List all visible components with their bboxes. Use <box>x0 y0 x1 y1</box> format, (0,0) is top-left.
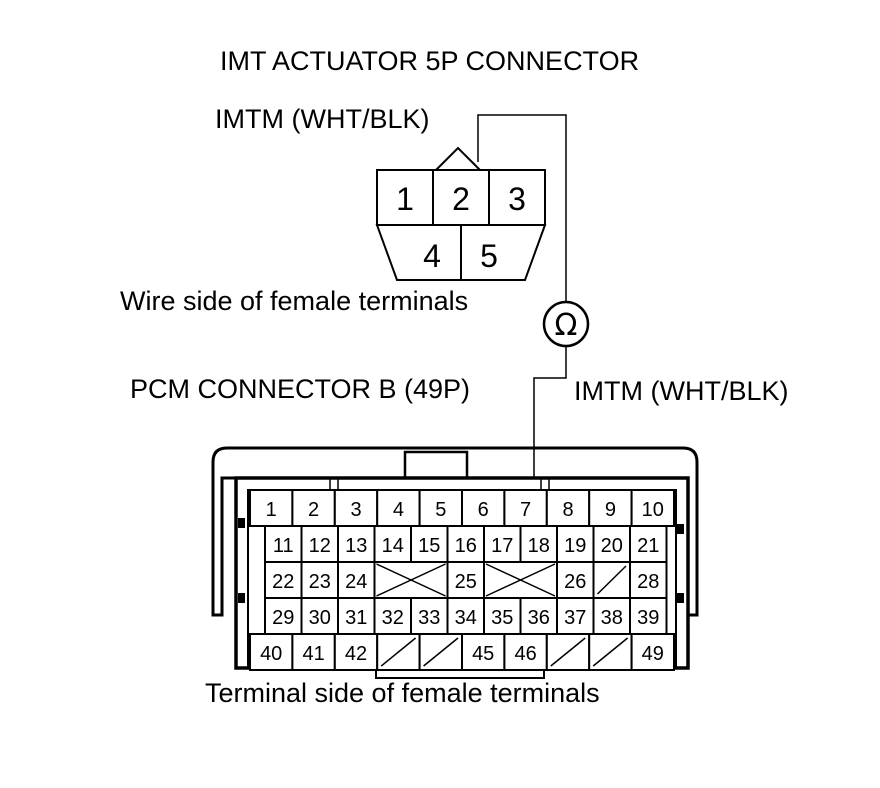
pcm-terminal-label: 19 <box>564 535 586 557</box>
pcm-terminal-label: 17 <box>491 535 513 557</box>
unused-terminal-slash <box>596 565 627 595</box>
pcm-cell <box>264 525 303 563</box>
pcm-cell <box>446 525 485 563</box>
pcm-terminal-label: 7 <box>520 499 531 521</box>
pcm-terminal-label: 11 <box>273 535 294 557</box>
imt-5p-connector <box>375 146 547 281</box>
pcm-terminal-label: 18 <box>528 535 550 557</box>
pcm-terminal-label: 36 <box>528 607 550 629</box>
pcm-terminal-label: 8 <box>562 499 573 521</box>
pcm-cell <box>300 597 339 635</box>
pcm-caption: Terminal side of female terminals <box>205 678 600 708</box>
pcm-cell <box>291 633 336 671</box>
pcm-terminal-label: 26 <box>564 571 586 593</box>
imt-wire-label: IMTM (WHT/BLK) <box>215 104 429 134</box>
pcm-cell <box>629 597 668 635</box>
probe-wire-bottom <box>533 346 567 493</box>
pcm-terminal-label: 38 <box>601 607 623 629</box>
pcm-latch <box>403 450 469 481</box>
pcm-terminal-label: 9 <box>605 499 616 521</box>
empty-cavity-cross <box>485 563 556 597</box>
pcm-cell <box>630 489 675 527</box>
imt-caption: Wire side of female terminals <box>120 286 468 316</box>
pcm-cell <box>461 489 506 527</box>
pcm-terminal-label: 37 <box>564 607 586 629</box>
pcm-cell <box>483 597 522 635</box>
imt-pin-1: 1 <box>396 181 414 217</box>
pcm-terminal-label: 6 <box>478 499 489 521</box>
unused-terminal-slash <box>423 637 459 667</box>
pcm-terminal-label: 30 <box>309 607 331 629</box>
pcm-terminal-label: 24 <box>345 571 367 593</box>
pcm-terminal-label: 5 <box>435 499 446 521</box>
pcm-terminal-label: 1 <box>266 499 277 521</box>
pcm-terminal-label: 33 <box>418 607 440 629</box>
pcm-cell <box>373 525 412 563</box>
pcm-terminal-label: 16 <box>455 535 477 557</box>
empty-cavity-cross <box>376 563 446 597</box>
pcm-cell <box>333 633 379 671</box>
pcm-terminal-label: 4 <box>393 499 404 521</box>
imt-pin-3: 3 <box>508 181 526 217</box>
pcm-terminal-label: 15 <box>418 535 440 557</box>
imt-bottom-row <box>375 224 547 281</box>
pcm-terminal-label: 20 <box>601 535 623 557</box>
pcm-cell <box>337 561 376 599</box>
pcm-terminal-label: 2 <box>308 499 319 521</box>
pcm-terminal-label: 40 <box>260 643 282 665</box>
pcm-terminal-label: 21 <box>637 535 659 557</box>
unused-terminal-slash <box>592 637 629 667</box>
pcm-terminal-label: 31 <box>345 607 367 629</box>
pcm-terminal-label: 42 <box>345 643 367 665</box>
imt-pin-4: 4 <box>423 238 441 274</box>
pcm-terminal-label: 10 <box>642 499 664 521</box>
pcm-cell <box>373 597 412 635</box>
pcm-terminal-label: 22 <box>272 571 294 593</box>
pcm-terminal-label: 3 <box>350 499 361 521</box>
probe-wire-top <box>477 114 567 302</box>
pcm-terminal-label: 14 <box>382 535 404 557</box>
pcm-terminal-label: 32 <box>382 607 404 629</box>
pcm-connector-title: PCM CONNECTOR B (49P) <box>130 374 470 404</box>
pcm-terminal-label: 12 <box>309 535 331 557</box>
unused-terminal-slash <box>380 637 417 667</box>
imt-pin-2: 2 <box>452 181 470 217</box>
pcm-terminal-label: 23 <box>309 571 331 593</box>
pcm-cell <box>291 489 336 527</box>
pcm-cell <box>249 633 294 671</box>
pcm-terminal-label: 13 <box>345 535 367 557</box>
pcm-cell <box>483 525 522 563</box>
pcm-terminal-label: 34 <box>455 607 477 629</box>
pcm-terminal-label: 46 <box>514 643 536 665</box>
unused-terminal-slash <box>550 637 586 667</box>
pcm-cell <box>556 597 595 635</box>
pcm-terminal-label: 35 <box>491 607 513 629</box>
pcm-terminal-label: 28 <box>637 571 659 593</box>
pcm-terminal-label: 41 <box>302 643 324 665</box>
pcm-terminal-label: 39 <box>637 607 659 629</box>
pcm-terminal-label: 45 <box>472 643 494 665</box>
pcm-terminal-label: 25 <box>455 571 477 593</box>
pcm-cell <box>556 561 595 599</box>
imt-connector-key <box>435 146 481 171</box>
imt-connector-title: IMT ACTUATOR 5P CONNECTOR <box>220 46 639 76</box>
pcm-cell <box>630 633 675 671</box>
pcm-cell <box>461 633 506 671</box>
pcm-housing-outer <box>211 446 699 617</box>
pcm-wire-label: IMTM (WHT/BLK) <box>574 376 788 406</box>
pcm-side-pegs <box>238 518 684 603</box>
pcm-cell <box>300 561 339 599</box>
imt-pin-5: 5 <box>480 238 498 274</box>
pcm-terminal-label: 49 <box>642 643 664 665</box>
pcm-cell <box>629 525 668 563</box>
ohm-symbol: Ω <box>555 308 578 343</box>
pcm-terminal-label: 29 <box>272 607 294 629</box>
